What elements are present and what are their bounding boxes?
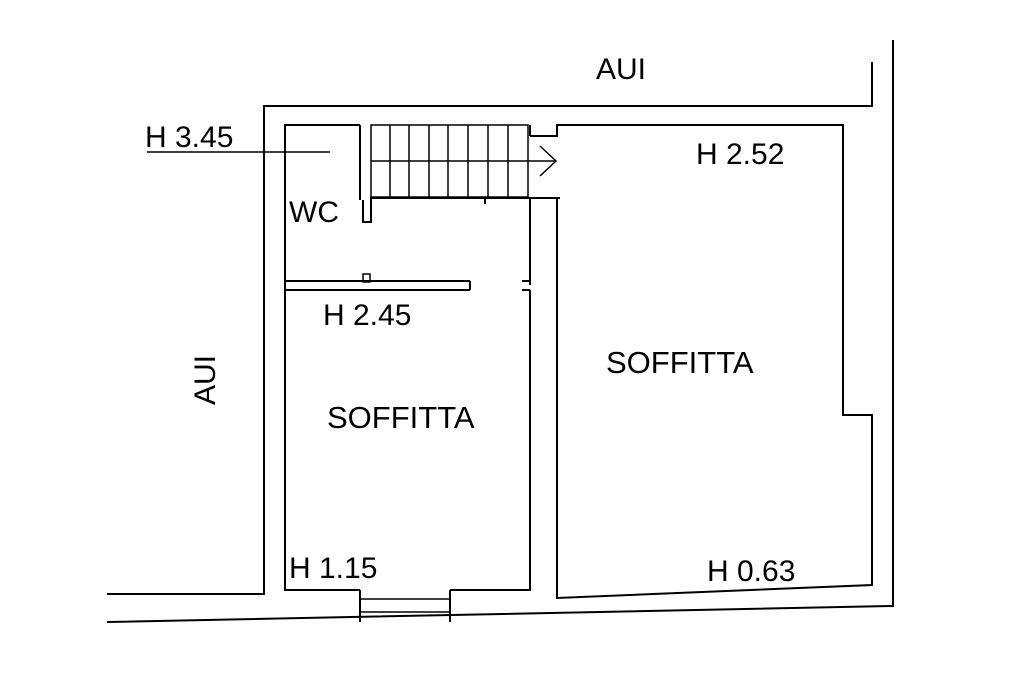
outer-boundary	[106, 40, 894, 623]
label-soffitta-left: SOFFITTA	[327, 400, 475, 435]
partition-wall	[285, 273, 530, 291]
label-soffitta-right: SOFFITTA	[606, 345, 754, 380]
label-aui-top: AUI	[596, 53, 646, 86]
left-rooms-outline	[284, 124, 531, 622]
staircase	[362, 124, 560, 223]
label-aui-left: AUI	[189, 355, 222, 405]
label-h-1-15: H 1.15	[289, 552, 377, 585]
label-h-0-63: H 0.63	[707, 555, 795, 588]
label-wc: WC	[289, 196, 339, 229]
label-h-2-45: H 2.45	[323, 299, 411, 332]
label-h-2-52: H 2.52	[696, 138, 784, 171]
right-room-outline	[529, 124, 873, 600]
label-h-3-45: H 3.45	[145, 121, 233, 154]
